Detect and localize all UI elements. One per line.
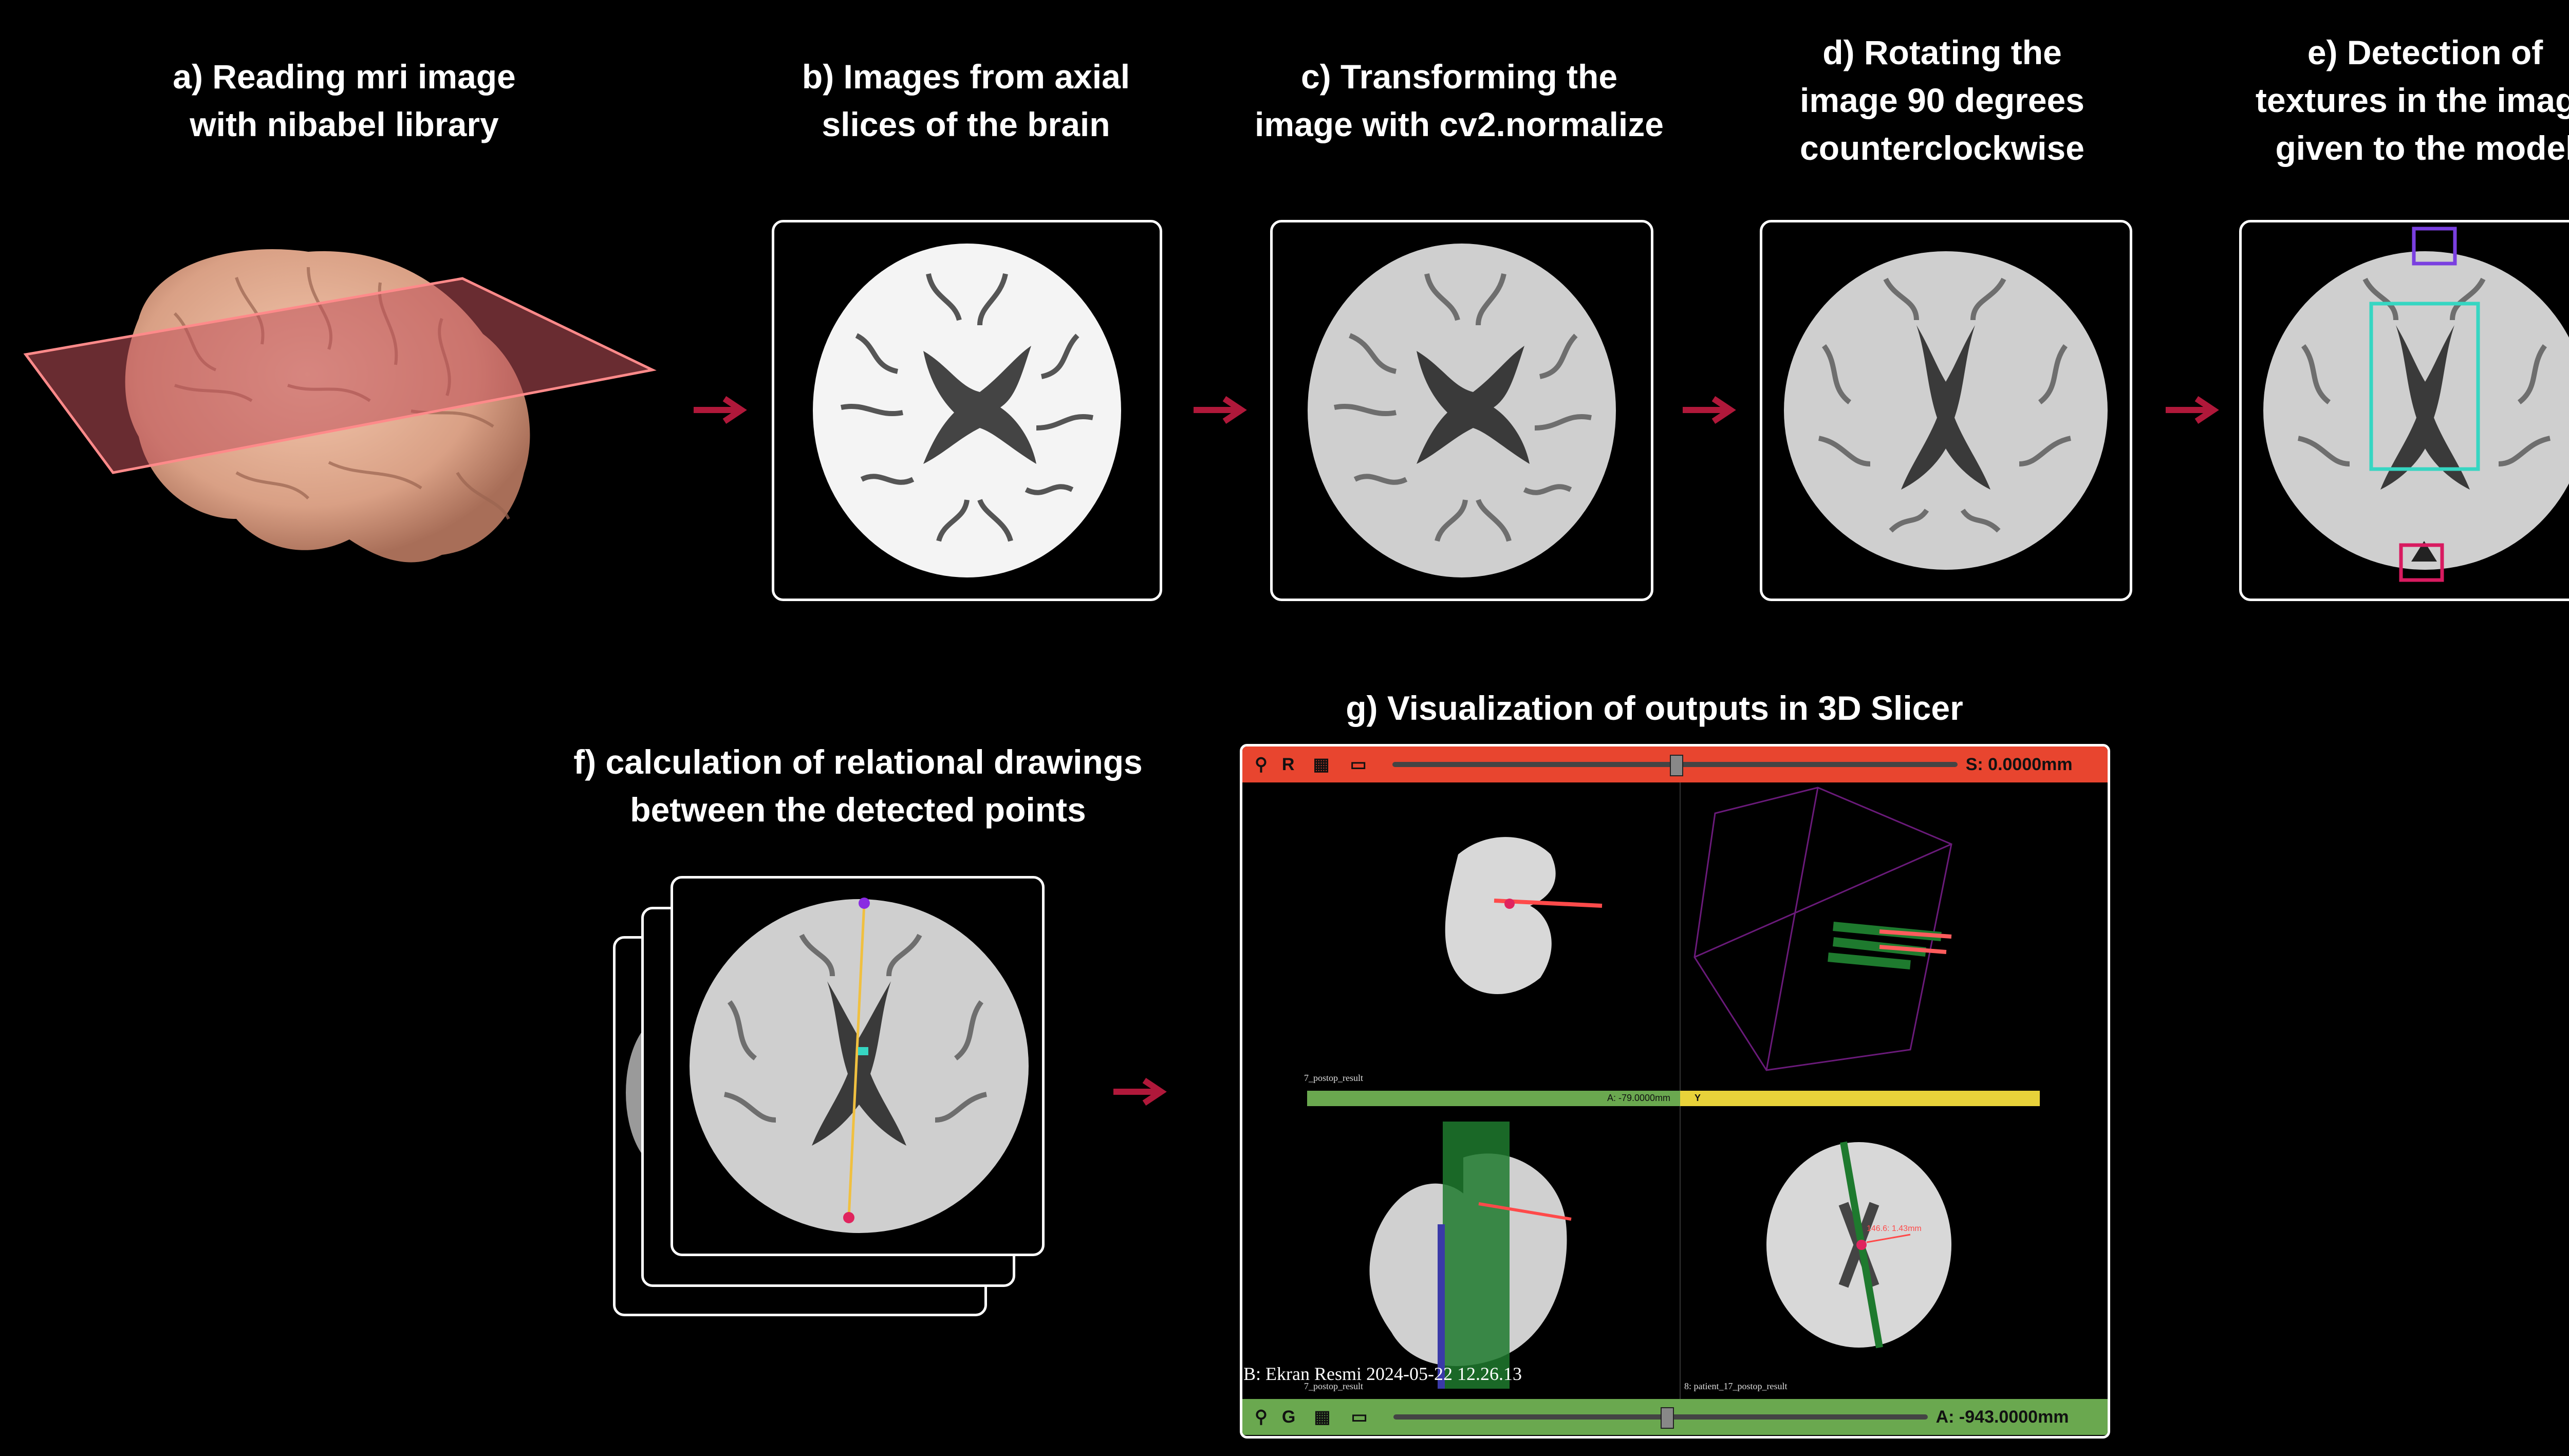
panel-a-title-line1: a) Reading mri image (173, 58, 516, 96)
detection-box-cyan (2369, 302, 2480, 471)
panel-e-title: e) Detection of textures in the image gi… (2225, 29, 2569, 172)
relation-line (847, 903, 866, 1218)
panel-b-title-line1: b) Images from axial (802, 58, 1130, 96)
panel-c-title: c) Transforming the image with cv2.norma… (1233, 53, 1685, 148)
arrow-a-to-b (691, 395, 748, 425)
panel-c-title-line1: c) Transforming the (1300, 58, 1618, 96)
panel-a-title: a) Reading mri image with nibabel librar… (123, 53, 565, 148)
panel-a-title-line2: with nibabel library (190, 105, 499, 143)
panel-g-title: g) Visualization of outputs in 3D Slicer (1274, 684, 2035, 732)
point-bottom (843, 1212, 854, 1223)
panel-d-title-line3: counterclockwise (1800, 129, 2084, 167)
panel-e-title-line3: given to the model (2275, 129, 2569, 167)
red-slider-handle[interactable] (1669, 755, 1683, 776)
label-upper-left: 7_postop_result (1304, 1073, 1363, 1083)
mini-green-readout: A: -79.0000mm (1607, 1093, 1671, 1103)
point-top (859, 898, 870, 909)
maximize-icon[interactable]: ▭ (1350, 755, 1367, 774)
arrow-d-to-e (2163, 395, 2220, 425)
panel-c-image (1270, 220, 1653, 601)
arrow-b-to-c (1191, 395, 1248, 425)
panel-d-title: d) Rotating the image 90 degrees counter… (1747, 29, 2137, 172)
red-view-letter: R (1281, 754, 1295, 774)
panel-b-image (772, 220, 1162, 601)
panel-g-title-line1: g) Visualization of outputs in 3D Slicer (1346, 689, 1963, 727)
panel-e-image (2239, 220, 2569, 601)
point-center (858, 1047, 868, 1055)
red-slice-readout: S: 0.0000mm (1965, 754, 2073, 774)
panel-d-title-line2: image 90 degrees (1800, 81, 2084, 119)
panel-e-title-line2: textures in the image (2255, 81, 2569, 119)
panel-f-title-line1: f) calculation of relational drawings (573, 743, 1143, 781)
label-lower-right: 8: patient_17_postop_result (1684, 1381, 1788, 1391)
link-icon[interactable]: ▦ (1313, 755, 1330, 774)
pin-icon[interactable]: ⚲ (1255, 755, 1268, 774)
green-slice-slider[interactable] (1393, 1407, 1928, 1429)
green-view-letter: G (1281, 1407, 1296, 1427)
detection-box-pink (2399, 543, 2444, 582)
panel-e-title-line1: e) Detection of (2307, 33, 2543, 71)
slicer-window: ⚲ R ▦ ▭ S: 0.0000mm (1240, 744, 2110, 1439)
panel-d-title-line1: d) Rotating the (1822, 33, 2062, 71)
arrow-c-to-d (1680, 395, 1737, 425)
brain-3d-render (21, 231, 658, 586)
panel-f-image (671, 876, 1045, 1256)
maximize-icon[interactable]: ▭ (1351, 1407, 1368, 1427)
axial-slice-plane (23, 277, 657, 474)
slicer-red-slice-bar: ⚲ R ▦ ▭ S: 0.0000mm (1242, 746, 2108, 782)
detection-box-purple (2412, 227, 2457, 266)
panel-b-title-line2: slices of the brain (822, 105, 1110, 143)
panel-c-title-line2: image with cv2.normalize (1255, 105, 1664, 143)
green-slice-readout: A: -943.0000mm (1935, 1407, 2069, 1427)
panel-b-title: b) Images from axial slices of the brain (760, 53, 1171, 148)
arrow-f-to-g (1111, 1076, 1167, 1107)
slicer-view-area[interactable]: A: -79.0000mm Y 7_postop_result 7_postop… (1242, 782, 2108, 1399)
pin-icon[interactable]: ⚲ (1255, 1407, 1268, 1427)
panel-f-title: f) calculation of relational drawings be… (545, 738, 1171, 834)
red-slice-slider[interactable] (1392, 755, 1958, 776)
measure-label: 146.6: 1.43mm (1867, 1224, 1922, 1233)
green-slider-handle[interactable] (1660, 1407, 1674, 1429)
slicer-green-slice-bar: ⚲ G ▦ ▭ A: -943.0000mm (1242, 1399, 2108, 1435)
panel-f-title-line2: between the detected points (630, 791, 1086, 829)
panel-d-image (1760, 220, 2132, 601)
link-icon[interactable]: ▦ (1314, 1407, 1331, 1427)
screenshot-caption: B: Ekran Resmi 2024-05-22 12.26.13 (1243, 1364, 1522, 1384)
mini-yellow-letter: Y (1695, 1093, 1701, 1103)
label-lower-left: 7_postop_result (1304, 1381, 1363, 1391)
